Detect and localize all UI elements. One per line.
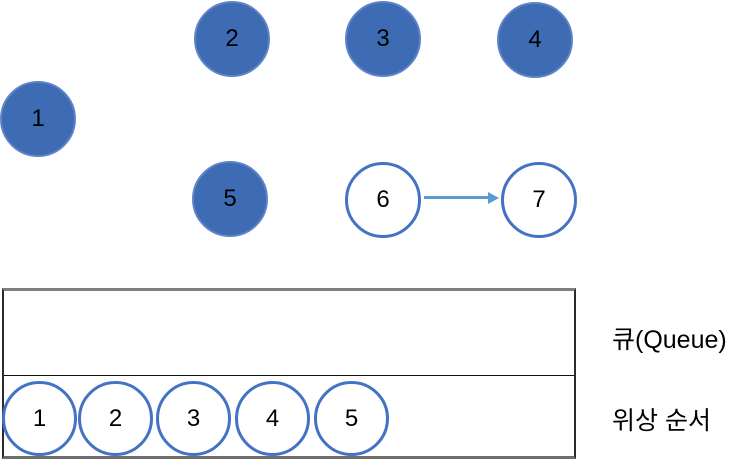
graph-node-5-label: 5 [223,185,237,212]
graph-node-4: 4 [497,2,573,78]
queue-table [2,288,576,459]
graph-node-2: 2 [194,1,270,77]
order-node-2: 2 [78,381,153,456]
order-node-5-label: 5 [344,404,359,432]
edge-6-to-7-arrowhead-icon [488,191,499,204]
graph-node-2-label: 2 [225,25,239,52]
graph-node-1: 1 [0,81,76,157]
queue-row-label: 큐(Queue) [612,326,727,354]
graph-node-7-label: 7 [532,186,546,213]
order-node-3-label: 3 [186,404,201,432]
order-node-5: 5 [314,381,389,456]
order-node-1: 1 [2,381,77,456]
order-node-4: 4 [235,381,310,456]
queue-row [4,291,574,376]
graph-node-6-label: 6 [376,186,390,213]
graph-node-4-label: 4 [528,26,542,53]
graph-node-3: 3 [345,1,421,77]
graph-node-7: 7 [501,162,577,238]
order-row-label: 위상 순서 [612,407,711,435]
graph-node-3-label: 3 [376,25,390,52]
order-node-4-label: 4 [265,404,280,432]
graph-node-1-label: 1 [31,105,45,132]
order-node-2-label: 2 [108,404,123,432]
order-node-3: 3 [156,381,231,456]
graph-node-6: 6 [345,162,421,238]
edge-6-to-7-line [424,196,490,199]
order-node-1-label: 1 [32,404,47,432]
graph-node-5: 5 [192,161,268,237]
